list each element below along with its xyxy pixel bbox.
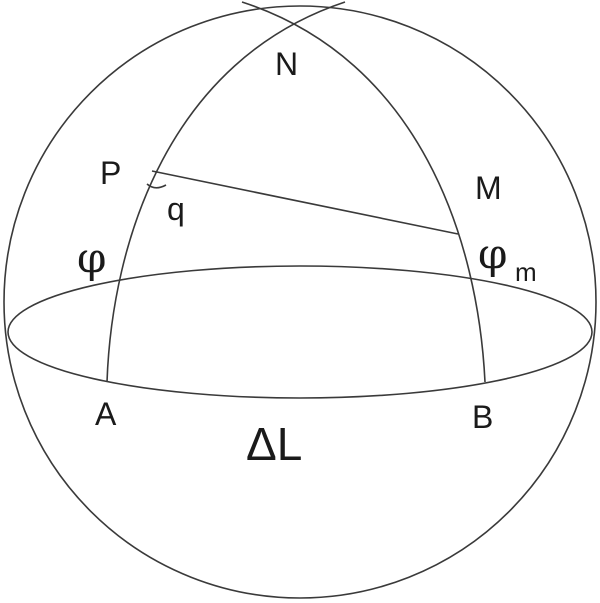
meridian-b-arc — [241, 1, 486, 383]
label-point-b: B — [472, 399, 493, 435]
label-point-p: P — [100, 155, 121, 191]
label-latitude-phi-m: φ — [478, 229, 507, 278]
label-delta-longitude: ΔL — [246, 418, 302, 470]
label-latitude-phi-m-subscript: m — [515, 257, 537, 287]
sphere-outline — [3, 5, 597, 599]
angle-q-arc — [146, 183, 167, 189]
meridian-a-arc — [106, 1, 346, 383]
label-angle-q: q — [167, 191, 185, 227]
label-point-m: M — [475, 170, 502, 206]
great-circle-pm — [151, 170, 459, 235]
label-point-a: A — [95, 396, 117, 432]
label-latitude-phi: φ — [77, 233, 106, 282]
equator-ellipse — [7, 265, 593, 399]
label-north-pole: N — [275, 46, 298, 82]
